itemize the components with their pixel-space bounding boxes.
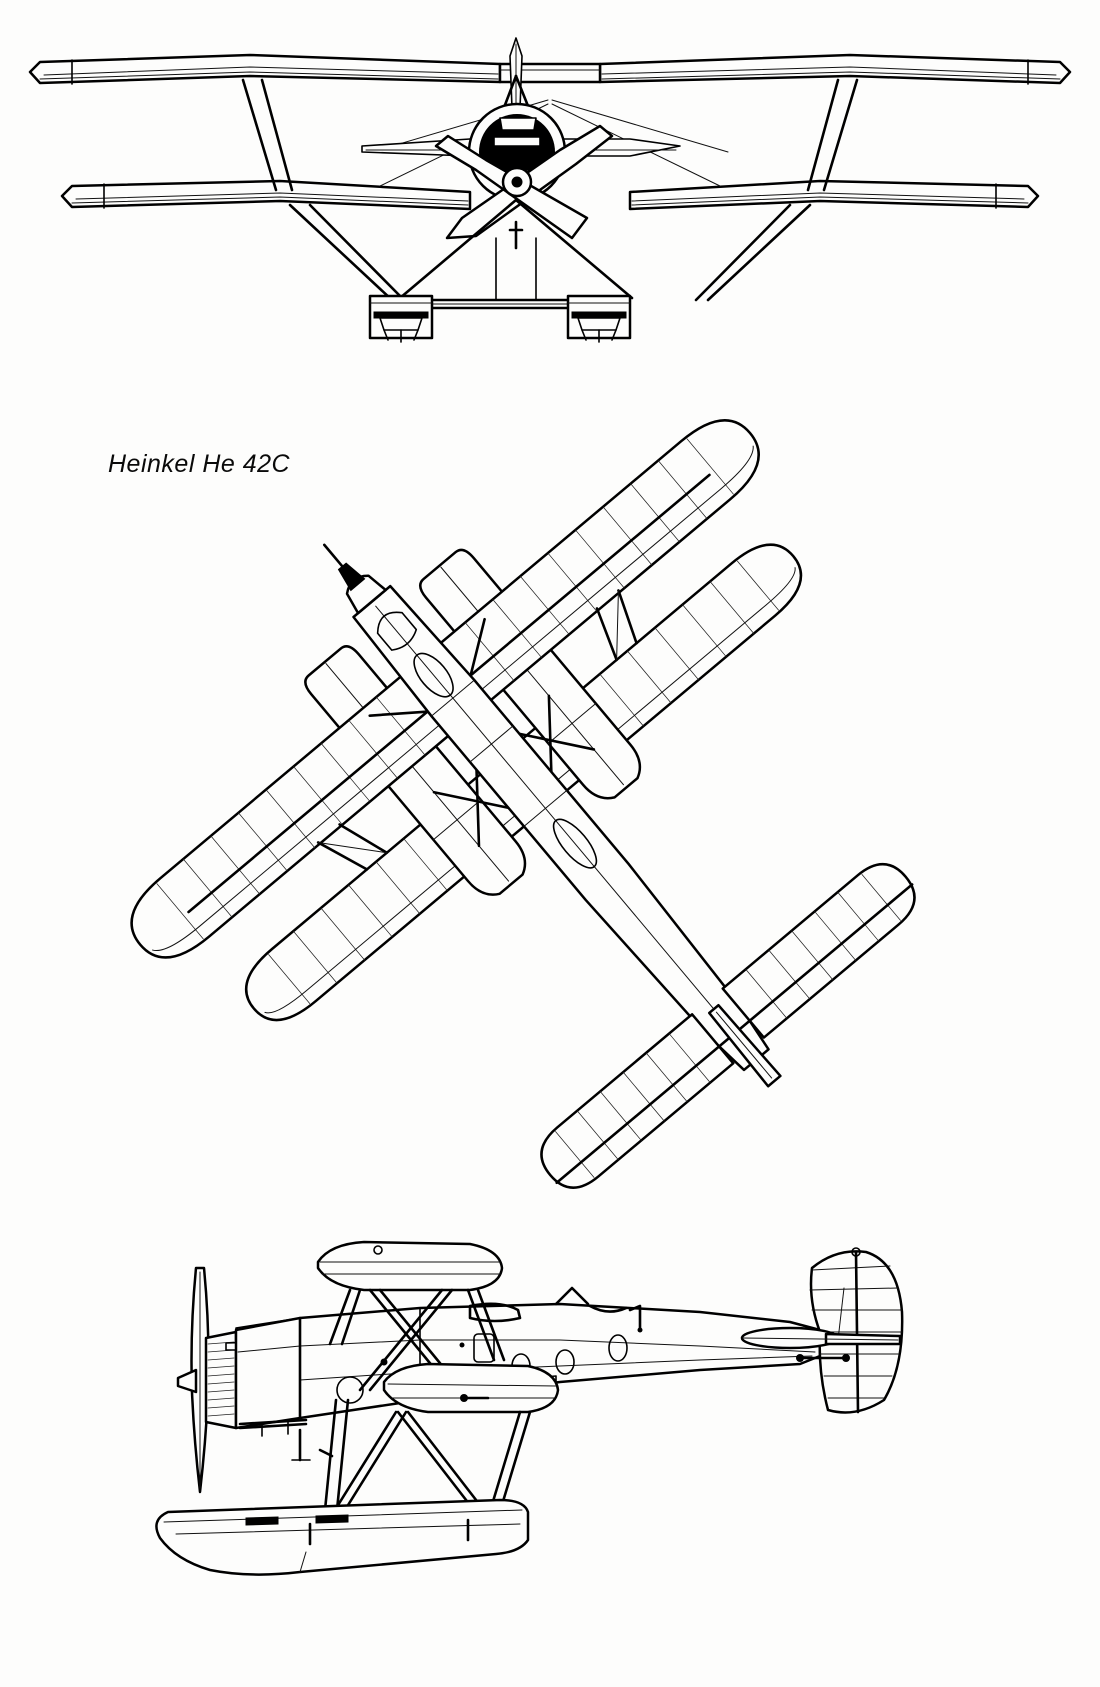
side-upper-wing [316, 1240, 504, 1292]
front-upper-wing-centre [498, 62, 602, 84]
plan-tailplane-stb-ribs [745, 874, 901, 1019]
side-cowl-fins [207, 1341, 235, 1417]
plan-upper-wing-port-ribs [156, 696, 426, 940]
front-fin [509, 37, 523, 109]
plan-fin [707, 1003, 782, 1088]
plan-interplane-struts [316, 589, 638, 871]
front-interplane-struts [241, 78, 859, 192]
front-float-right [566, 294, 632, 343]
plan-tailplane [540, 862, 916, 1189]
front-view [28, 37, 1072, 343]
side-lower-wing [382, 1362, 560, 1414]
side-underfuselage-fittings [238, 1418, 308, 1437]
plan-floats [304, 548, 642, 896]
front-float-left [368, 294, 434, 343]
front-propeller [434, 124, 614, 240]
side-view [155, 1240, 904, 1576]
plan-nose-spinner [323, 543, 387, 615]
plan-upper-wing-starboard [436, 419, 760, 706]
drawing-caption: Heinkel He 42C [108, 450, 291, 478]
side-fin [809, 1247, 904, 1414]
front-upper-wing-left [28, 53, 502, 85]
front-lower-mast [508, 220, 524, 250]
front-lower-wing-right [628, 179, 1040, 211]
side-propeller [176, 1266, 210, 1494]
plan-tailplane-port-ribs [555, 1033, 711, 1178]
plan-fuselage [352, 584, 770, 1072]
side-float [155, 1498, 530, 1576]
front-lower-wing-left [60, 179, 472, 211]
plan-upper-wing-stb-ribs [464, 438, 734, 682]
plan-upper-wing-port [130, 672, 454, 959]
side-tailplane [740, 1326, 902, 1362]
front-upper-wing-right [598, 53, 1072, 85]
plan-view [130, 419, 916, 1189]
front-float-struts [288, 198, 812, 302]
